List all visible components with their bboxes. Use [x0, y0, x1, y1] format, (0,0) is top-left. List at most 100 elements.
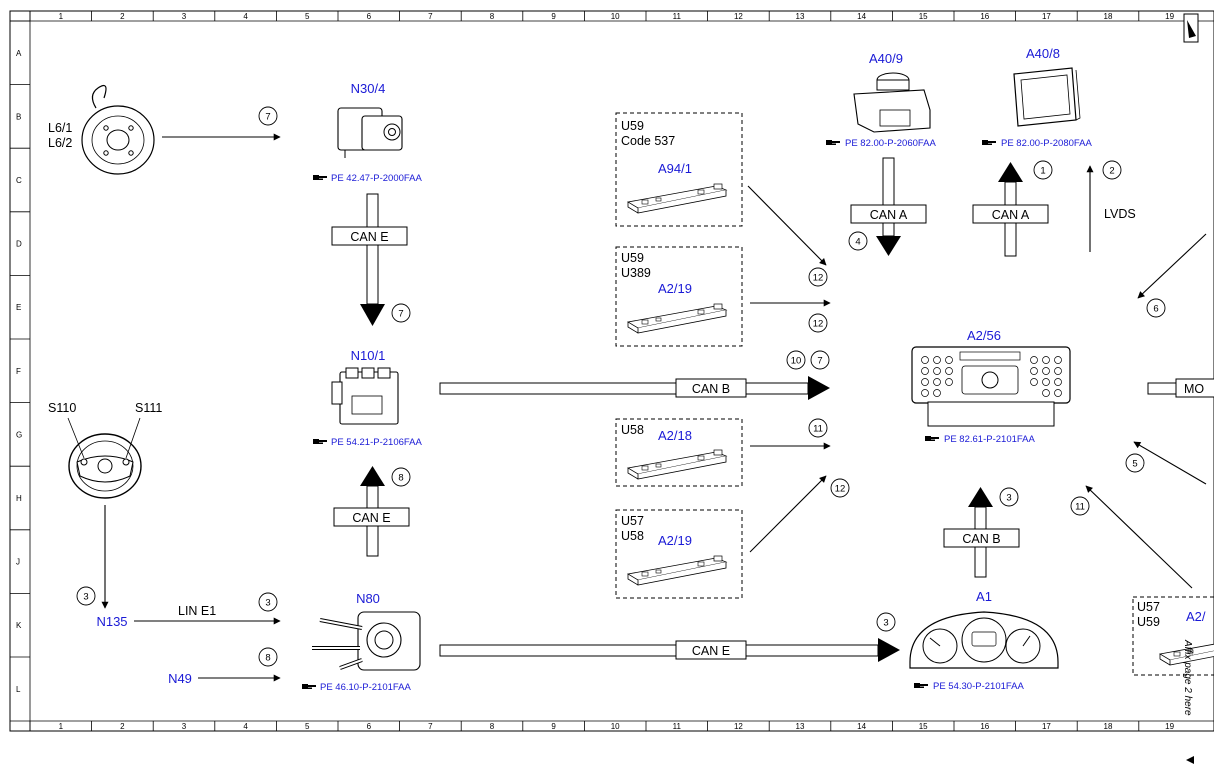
grid-column-label: 16 — [980, 722, 989, 731]
svg-text:U389: U389 — [621, 266, 651, 280]
callout-a2-19-lower: 12 — [830, 478, 850, 498]
grid-column-label: 7 — [428, 722, 433, 731]
callout-a94-1: 12 — [808, 267, 828, 287]
svg-text:7: 7 — [398, 309, 403, 320]
grid-column-label: 8 — [490, 12, 495, 21]
grid-column-label: 18 — [1104, 722, 1113, 731]
ref-n30-4[interactable]: PE 42.47-P-2000FAA — [313, 173, 422, 184]
grid-column-label: 14 — [857, 12, 866, 21]
grid-column-label: 2 — [120, 722, 125, 731]
grid-column-label: 11 — [673, 722, 682, 731]
grid-column-label: 7 — [428, 12, 433, 21]
n80-label: N80 — [356, 591, 380, 606]
steering-wheel-icon — [67, 417, 142, 499]
a2-19-lower-arrow — [749, 475, 827, 553]
svg-text:A94/1: A94/1 — [658, 161, 692, 176]
svg-text:PE 82.00-P-2060FAA: PE 82.00-P-2060FAA — [845, 138, 936, 149]
svg-text:3: 3 — [1006, 493, 1011, 504]
callout-lvds: 2 — [1102, 160, 1122, 180]
can-e-bus-upper: CAN E — [331, 193, 408, 326]
can-b-bus-a1: CAN B — [943, 487, 1020, 578]
ref-a2-56[interactable]: PE 82.61-P-2101FAA — [925, 434, 1035, 445]
grid-column-label: 6 — [367, 722, 372, 731]
a2-56-label: A2/56 — [967, 328, 1001, 343]
corner-tab-icon — [1183, 13, 1199, 43]
grid-row-label: C — [16, 176, 22, 185]
option-box-a2-19-upper: U59 U389 A2/19 — [615, 246, 743, 347]
svg-text:PE 82.61-P-2101FAA: PE 82.61-P-2101FAA — [944, 434, 1035, 445]
option-box-right-partial: U57 U59 A2/ — [1132, 596, 1214, 676]
grid-column-label: 2 — [120, 12, 125, 21]
grid-column-label: 16 — [980, 12, 989, 21]
n49-label: N49 — [168, 671, 192, 686]
grid-column-label: 8 — [490, 722, 495, 731]
n30-4-label: N30/4 — [351, 81, 386, 96]
grid-column-label: 5 — [305, 12, 310, 21]
can-a-bus-up: CAN A — [972, 162, 1049, 257]
grid-row-label: J — [16, 558, 20, 567]
grid-column-label: 9 — [551, 722, 556, 731]
grid-column-label: 12 — [734, 12, 743, 21]
svg-text:U57: U57 — [621, 514, 644, 528]
grid-row-label: K — [16, 621, 22, 630]
ref-a40-8[interactable]: PE 82.00-P-2080FAA — [982, 138, 1092, 149]
svg-text:PE 46.10-P-2101FAA: PE 46.10-P-2101FAA — [320, 682, 411, 693]
ref-n10-1[interactable]: PE 54.21-P-2106FAA — [313, 437, 422, 448]
callout-n49: 8 — [258, 647, 278, 667]
grid-row-label: D — [16, 240, 22, 249]
callout-a2-19-upper: 12 — [808, 313, 828, 333]
grid-row-label: A — [16, 49, 22, 58]
svg-text:1: 1 — [1040, 166, 1045, 177]
svg-text:CAN B: CAN B — [962, 532, 1000, 546]
steering-column-module-icon — [312, 611, 421, 671]
svg-text:3: 3 — [83, 592, 88, 603]
svg-text:PE 54.21-P-2106FAA: PE 54.21-P-2106FAA — [331, 437, 422, 448]
callout-lin-e1: 3 — [258, 592, 278, 612]
grid-row-label: E — [16, 303, 21, 312]
svg-text:A2/19: A2/19 — [658, 281, 692, 296]
ref-n80[interactable]: PE 46.10-P-2101FAA — [302, 682, 411, 693]
right-bottom-arrow — [1085, 485, 1193, 589]
svg-text:Code 537: Code 537 — [621, 134, 675, 148]
svg-text:10: 10 — [791, 356, 802, 367]
svg-text:CAN E: CAN E — [692, 644, 730, 658]
callout-can-b-a1: 3 — [999, 487, 1019, 507]
svg-text:11: 11 — [813, 424, 823, 435]
svg-text:U59: U59 — [621, 119, 644, 133]
grid-column-label: 15 — [919, 722, 928, 731]
callout-can-b-10: 10 — [786, 350, 806, 370]
grid-column-label: 3 — [182, 12, 187, 21]
svg-text:7: 7 — [817, 356, 822, 367]
n135-label: N135 — [96, 614, 127, 629]
grid-column-label: 14 — [857, 722, 866, 731]
grid-column-label: 15 — [919, 12, 928, 21]
callout-right-upper: 6 — [1146, 298, 1166, 318]
callout-can-e-lower: 3 — [876, 612, 896, 632]
grid-column-label: 4 — [243, 12, 248, 21]
svg-text:Affix page 2 here: Affix page 2 here — [1182, 639, 1193, 716]
callout-can-a-up: 1 — [1033, 160, 1053, 180]
grid-row-label: L — [16, 685, 21, 694]
svg-text:U58: U58 — [621, 529, 644, 543]
svg-text:12: 12 — [813, 273, 824, 284]
ref-a1[interactable]: PE 54.30-P-2101FAA — [914, 681, 1024, 692]
svg-text:3: 3 — [265, 598, 270, 609]
svg-text:MO: MO — [1184, 382, 1204, 396]
grid-column-label: 11 — [673, 12, 682, 21]
svg-text:CAN A: CAN A — [870, 208, 908, 222]
callout-can-a-down: 4 — [848, 231, 868, 251]
callout-can-e-upper: 7 — [391, 303, 411, 323]
svg-text:7: 7 — [265, 112, 270, 123]
grid-row-label: B — [16, 112, 21, 121]
callout-l6-to-n30: 7 — [258, 106, 278, 126]
callout-a2-18: 11 — [808, 418, 828, 438]
callout-can-b-7: 7 — [810, 350, 830, 370]
grid-column-label: 19 — [1165, 722, 1174, 731]
ref-a40-9[interactable]: PE 82.00-P-2060FAA — [826, 138, 936, 149]
comand-controller-icon — [853, 72, 931, 133]
can-e-bus-middle: CAN E — [333, 466, 410, 557]
grid-column-label: 1 — [59, 722, 64, 731]
option-box-a2-18: U58 A2/18 — [615, 418, 743, 487]
l6-label-2: L6/2 — [48, 136, 72, 150]
